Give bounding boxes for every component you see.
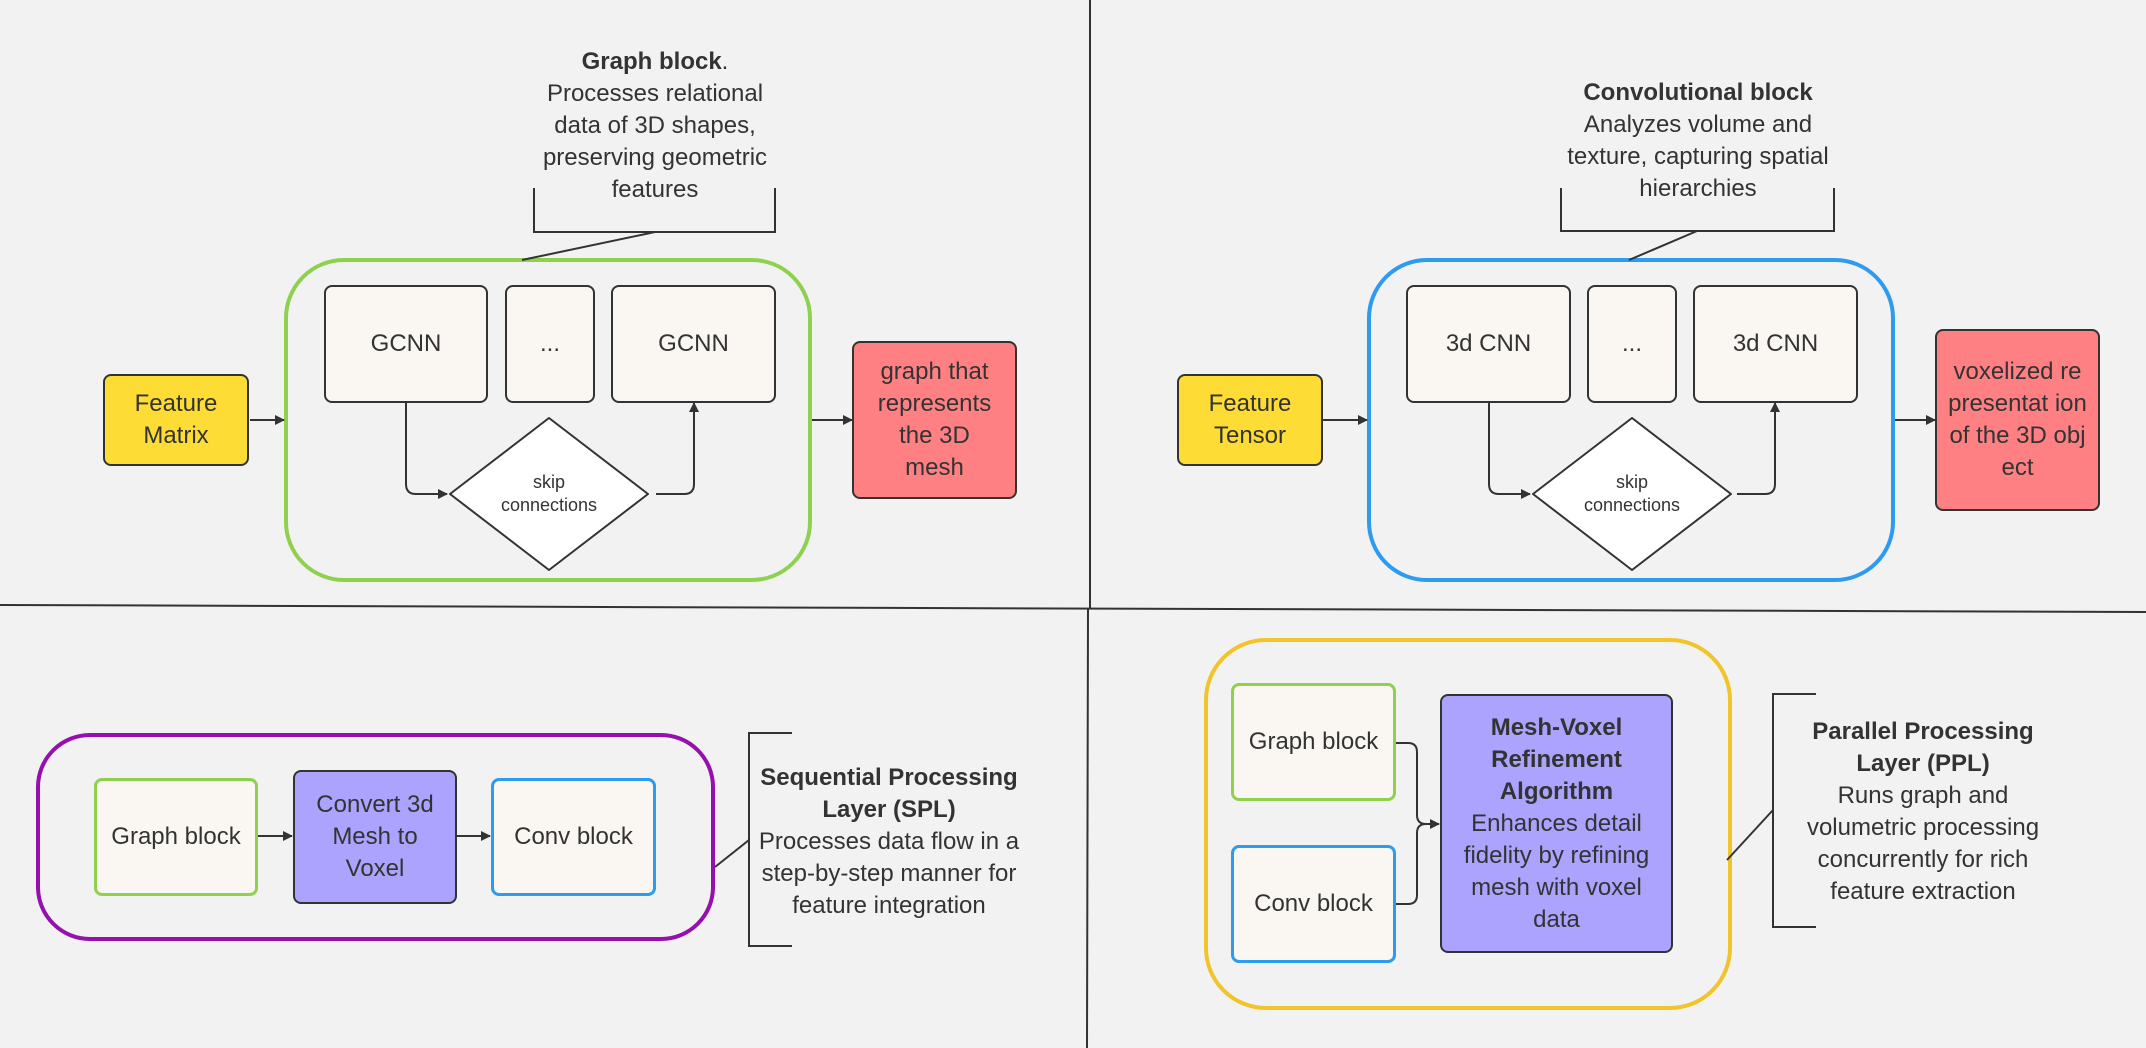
spl-conv-block[interactable]: Conv block	[491, 778, 656, 896]
cnn-layer-left-label: 3d CNN	[1445, 330, 1532, 357]
ppl-annotation-body: Runs graph and volumetric processing con…	[1806, 782, 2040, 905]
graph-annotation-title: Graph block	[581, 48, 722, 75]
spl-convert-label: Convert 3d Mesh to Voxel	[316, 791, 434, 882]
graph-skip-in-arrow	[405, 402, 448, 499]
gcnn-layer-ellipsis-label: ...	[539, 330, 560, 357]
conv-output-label: voxelized representat ion of the 3D obje…	[1948, 358, 2087, 481]
cnn-layer-left[interactable]: 3d CNN	[1406, 285, 1571, 403]
ppl-conv-block[interactable]: Conv block	[1231, 845, 1396, 963]
conv-skip-out-arrow	[1737, 402, 1780, 495]
cnn-layer-ellipsis-label: ...	[1621, 330, 1642, 357]
gcnn-layer-ellipsis[interactable]: ...	[505, 285, 595, 403]
graph-annotation-leader	[521, 231, 656, 261]
conv-skip-connections-label: skip connections	[1583, 472, 1681, 515]
feature-matrix-node[interactable]: Feature Matrix	[103, 374, 249, 466]
conv-output-node[interactable]: voxelized representat ion of the 3D obje…	[1935, 329, 2100, 511]
ppl-graph-block[interactable]: Graph block	[1231, 683, 1396, 801]
gcnn-layer-left[interactable]: GCNN	[324, 285, 488, 403]
cnn-layer-right[interactable]: 3d CNN	[1693, 285, 1858, 403]
ppl-annotation-leader	[1726, 809, 1774, 861]
graph-annotation: Graph block. Processes relational data o…	[524, 46, 786, 206]
spl-conv-block-label: Conv block	[514, 823, 633, 850]
conv-skip-diamond	[1532, 417, 1732, 571]
divider-horizontal	[0, 604, 2146, 613]
spl-annotation: Sequential Processing Layer (SPL) Proces…	[752, 762, 1026, 922]
divider-vertical-bottom	[1086, 607, 1089, 1048]
graph-skip-connections-label: skip connections	[500, 472, 598, 515]
ppl-conv-block-label: Conv block	[1254, 890, 1373, 917]
spl-annotation-title: Sequential Processing Layer (SPL)	[760, 764, 1018, 823]
gcnn-layer-right-label: GCNN	[658, 330, 729, 357]
spl-convert-node[interactable]: Convert 3d Mesh to Voxel	[293, 770, 457, 904]
gcnn-layer-left-label: GCNN	[370, 330, 442, 357]
spl-graph-block-label: Graph block	[111, 823, 241, 850]
graph-annotation-body: Processes relational data of 3D shapes, …	[542, 80, 768, 203]
mesh-voxel-refinement-body: Enhances detail fidelity by refining mes…	[1463, 809, 1650, 933]
graph-output-label: graph that represents the 3D mesh	[877, 358, 992, 481]
feature-tensor-label: Feature Tensor	[1208, 390, 1292, 449]
ppl-conv-to-algorithm	[1396, 823, 1427, 905]
gcnn-layer-right[interactable]: GCNN	[611, 285, 776, 403]
ppl-graph-to-algorithm	[1396, 742, 1440, 829]
graph-skip-diamond	[449, 417, 649, 571]
spl-graph-block[interactable]: Graph block	[94, 778, 258, 896]
feature-tensor-node[interactable]: Feature Tensor	[1177, 374, 1323, 466]
feature-matrix-label: Feature Matrix	[134, 390, 218, 449]
graph-annotation-title-suffix: .	[721, 48, 729, 75]
graph-block-frame	[284, 258, 812, 582]
ppl-frame	[1204, 638, 1732, 1010]
graph-output-node[interactable]: graph that represents the 3D mesh	[852, 341, 1017, 499]
graph-skip-out-arrow	[656, 402, 699, 495]
spl-annotation-bracket	[748, 732, 792, 947]
conv-annotation-leader	[1628, 230, 1698, 261]
ppl-annotation: Parallel Processing Layer (PPL) Runs gra…	[1787, 716, 2059, 908]
ppl-graph-block-label: Graph block	[1248, 728, 1379, 755]
mesh-voxel-refinement-node[interactable]: Mesh-Voxel Refinement Algorithm Enhances…	[1440, 694, 1673, 953]
mesh-voxel-refinement-title: Mesh-Voxel Refinement Algorithm	[1490, 713, 1623, 805]
conv-skip-in-arrow	[1488, 402, 1531, 499]
ppl-annotation-title: Parallel Processing Layer (PPL)	[1812, 718, 2034, 777]
conv-annotation-body: Analyzes volume and texture, capturing s…	[1567, 111, 1829, 202]
spl-frame	[36, 733, 715, 941]
spl-annotation-body: Processes data flow in a step-by-step ma…	[758, 828, 1020, 919]
conv-annotation-title: Convolutional block	[1583, 79, 1813, 106]
conv-annotation-bracket	[1560, 188, 1835, 232]
cnn-layer-ellipsis[interactable]: ...	[1587, 285, 1677, 403]
spl-annotation-leader	[714, 839, 750, 868]
conv-annotation: Convolutional block Analyzes volume and …	[1560, 77, 1836, 205]
cnn-layer-right-label: 3d CNN	[1732, 330, 1819, 357]
